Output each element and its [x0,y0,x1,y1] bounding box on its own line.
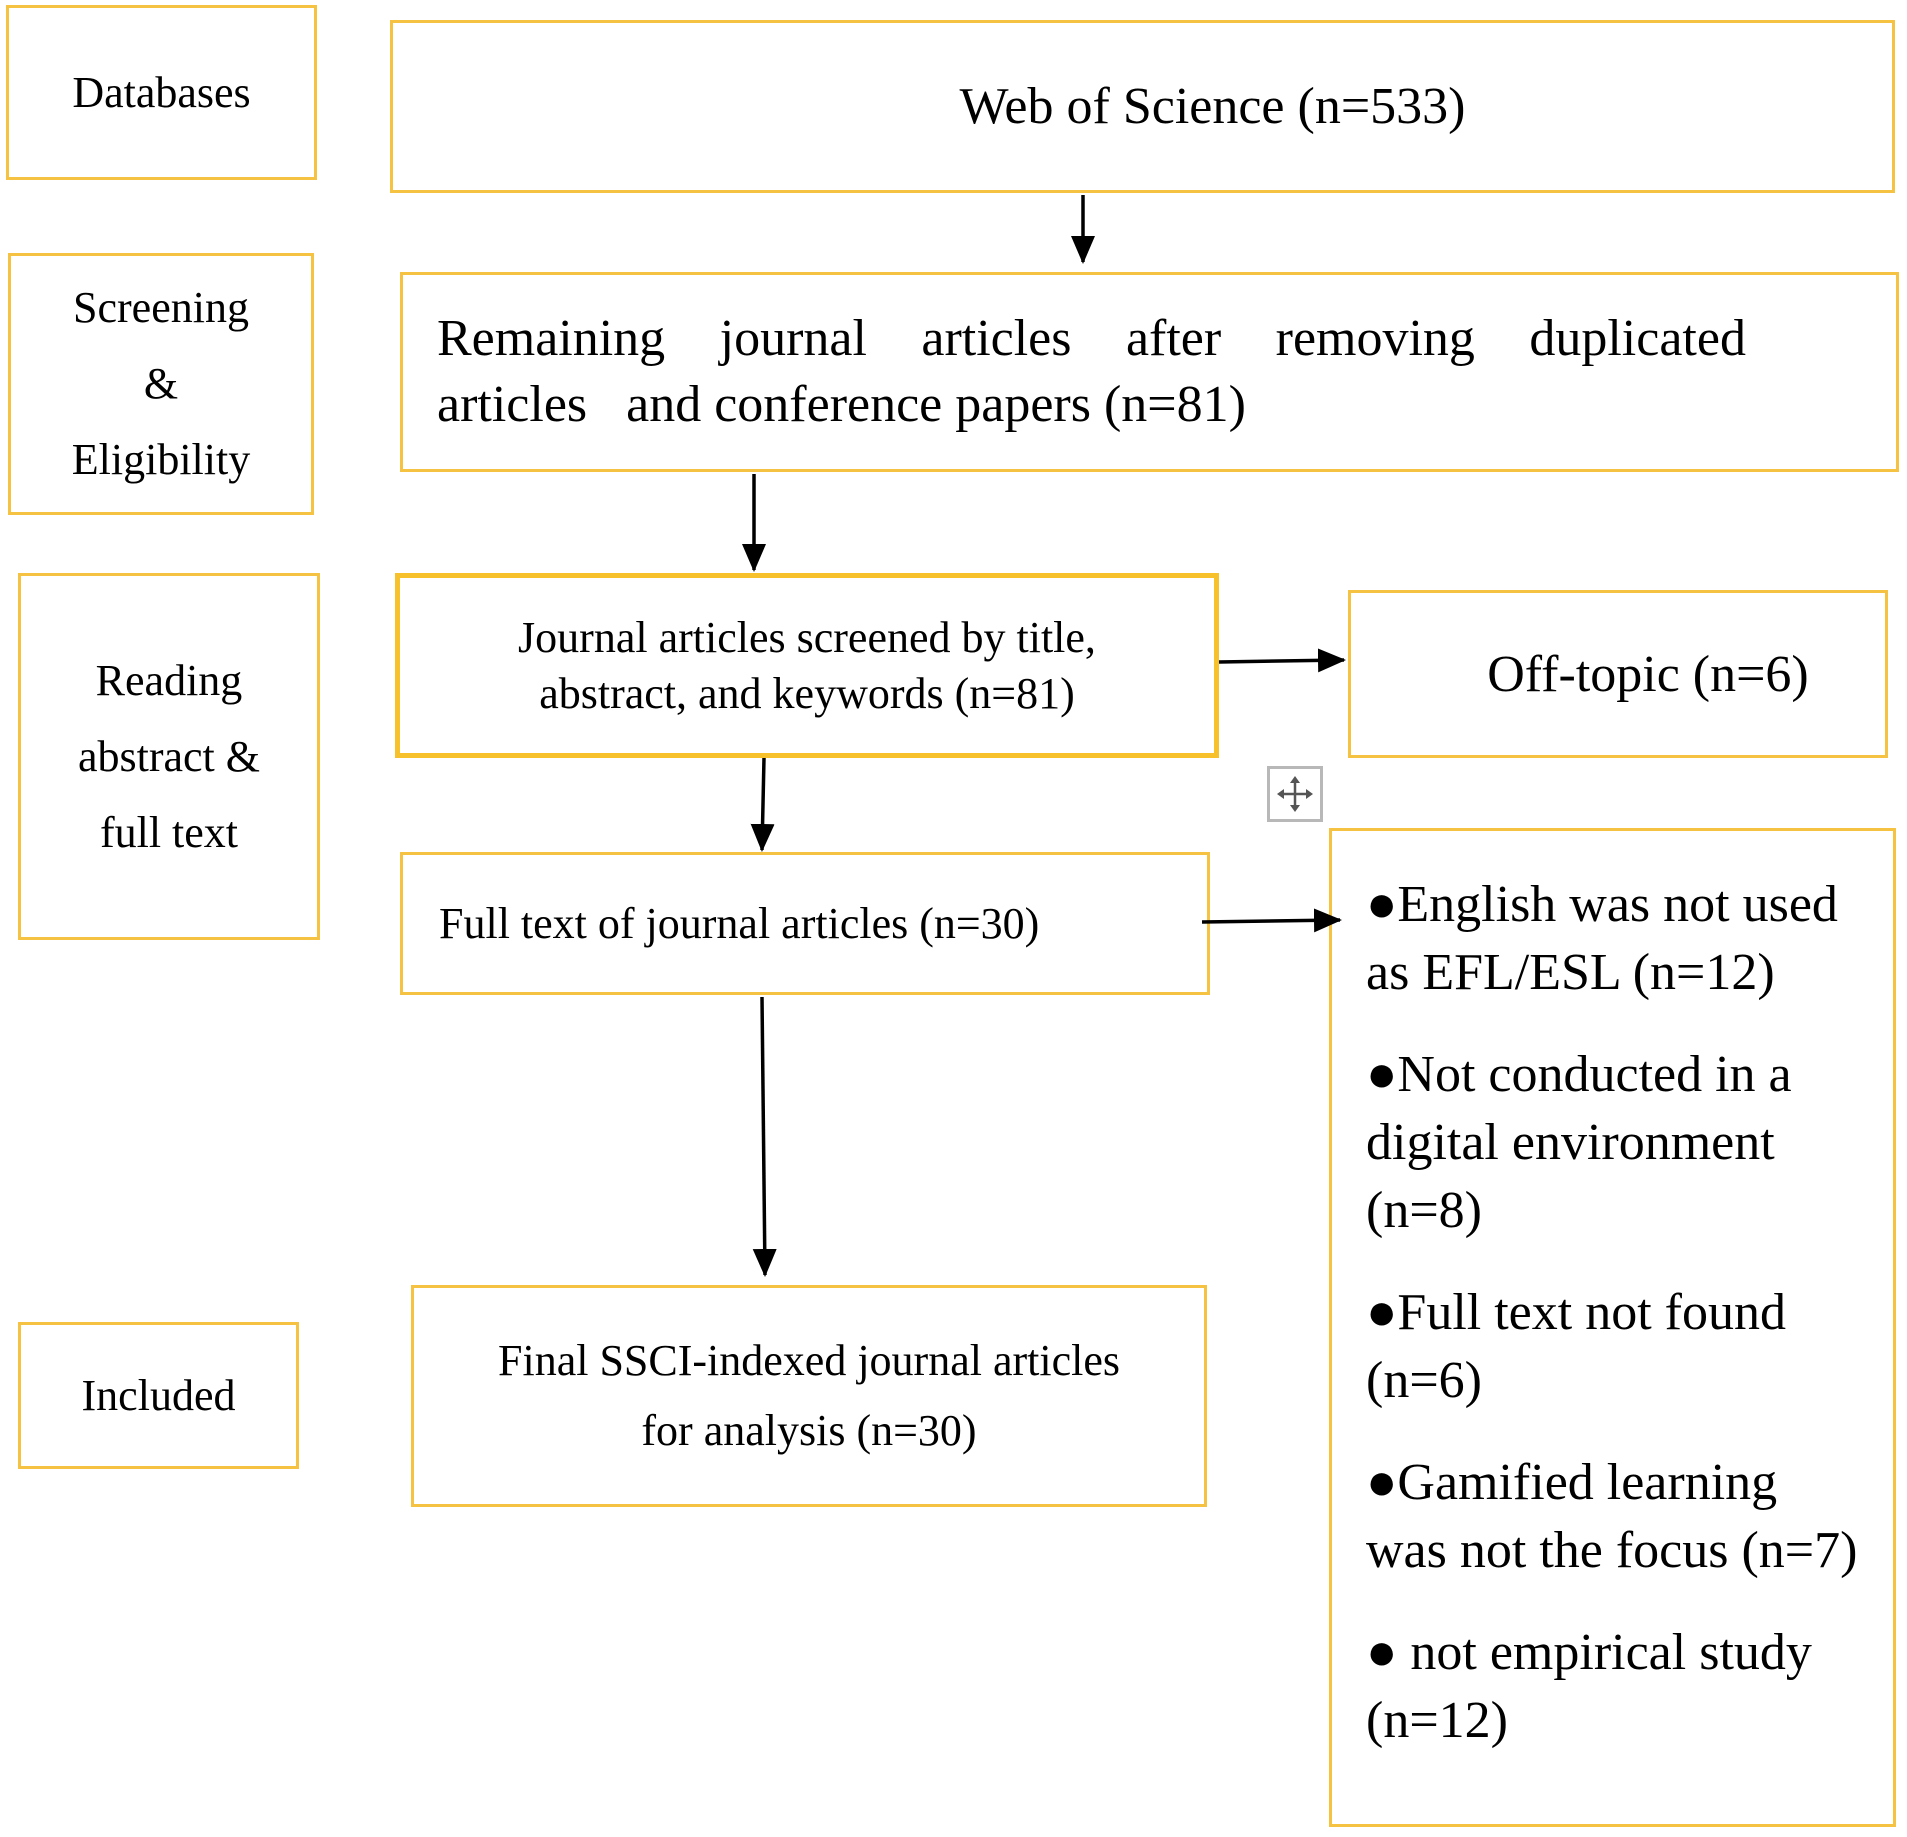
stage-included-label: Included [81,1371,236,1420]
screened-articles-box: Journal articles screened by title, abst… [395,573,1219,758]
move-arrows-icon-glyph [1277,776,1313,812]
web-of-science-text: Web of Science (n=533) [959,78,1466,135]
stage-reading-line-3: full text [99,807,239,857]
arrow-fulltext-to-excluded [1201,908,1342,933]
exclusion-reason-item: ●English was not used as EFL/ESL (n=12) [1366,876,1838,1001]
stage-reading-line-2: abstract & [77,731,261,781]
stage-screening-line-1: Screening [73,283,249,332]
full-text-box: Full text of journal articles (n=30) [400,852,1210,995]
stage-screening-eligibility: Screening & Eligibility [8,253,314,515]
remaining-word: articles [921,310,1072,367]
remaining-line-2: articles and conference papers (n=81) [437,376,1246,433]
stage-databases-label: Databases [72,68,251,117]
stage-included: Included [18,1322,299,1469]
stage-reading-line-1: Reading [95,655,243,705]
stage-reading-abstract-full-text: Reading abstract & full text [18,573,320,940]
final-line-1: Final SSCI-indexed journal articles [498,1336,1120,1385]
exclusion-reasons-box: ●English was not used as EFL/ESL (n=12) … [1329,828,1896,1827]
off-topic-text: Off-topic (n=6) [1487,645,1809,703]
screened-line-2: abstract, and keywords (n=81) [539,668,1075,718]
remaining-word: after [1125,310,1222,367]
exclusion-reason-item: ●Full text not found (n=6) [1366,1284,1786,1409]
remaining-word: duplicated [1529,310,1746,367]
exclusion-reason-item: ●Gamified learning was not the focus (n=… [1366,1454,1858,1579]
remaining-word: Remaining [437,310,666,367]
final-articles-box: Final SSCI-indexed journal articles for … [411,1285,1207,1507]
final-line-2: for analysis (n=30) [641,1406,977,1455]
off-topic-box: Off-topic (n=6) [1348,590,1888,758]
move-arrows-icon[interactable] [1267,766,1323,822]
stage-screening-line-2: & [143,359,179,408]
stage-databases: Databases [6,5,317,180]
stage-screening-line-3: Eligibility [71,435,251,484]
web-of-science-box: Web of Science (n=533) [390,20,1895,193]
remaining-articles-box: Remaining journal articles after removin… [400,272,1899,472]
full-text-text: Full text of journal articles (n=30) [439,899,1040,948]
arrow-screened-to-offtopic [1218,648,1346,673]
arrow-fulltext-to-final [752,996,777,1277]
remaining-word: removing [1275,310,1475,367]
screened-line-1: Journal articles screened by title, [518,612,1096,662]
remaining-word: journal [719,310,867,367]
exclusion-reason-item: ●Not conducted in a digital environment … [1366,1046,1792,1239]
exclusion-reason-item: ● not empirical study (n=12) [1366,1624,1812,1749]
remaining-line-1: Remaining journal articles after removin… [437,306,1746,372]
arrow-screened-to-fulltext [750,757,775,852]
